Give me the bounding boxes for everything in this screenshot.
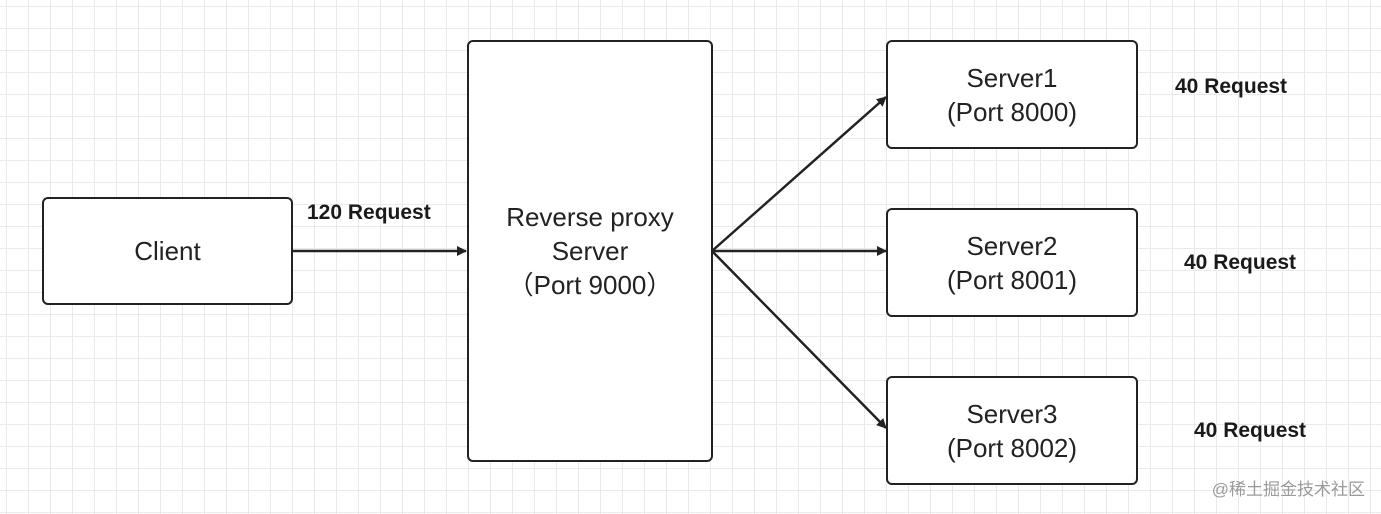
server2-label-line2: (Port 8001) [946,264,1078,295]
server3-label-line1: Server3 [966,398,1058,429]
client-label: Client [134,236,201,266]
client-request-count-label: 120 Request [307,201,431,224]
server2-request-count-label: 40 Request [1184,251,1297,274]
client-node: Client [42,197,293,305]
proxy-label-line3: （Port 9000） [507,270,673,300]
server1-label-line2: (Port 8000) [946,96,1078,127]
proxy-label-line2: Server [551,236,629,266]
proxy-label-line1: Reverse proxy [506,202,674,232]
server3-request-count-label: 40 Request [1194,419,1307,442]
server2-node: Server2 (Port 8001) [886,208,1138,317]
reverse-proxy-node: Reverse proxy Server （Port 9000） [467,40,713,462]
server1-node: Server1 (Port 8000) [886,40,1138,149]
arrow-proxy-to-server1 [711,96,887,252]
server1-label-line1: Server1 [966,62,1058,93]
arrow-proxy-to-server3 [711,250,887,429]
server2-label-line1: Server2 [966,230,1058,261]
server1-request-count-label: 40 Request [1175,75,1288,98]
server3-label-line2: (Port 8002) [946,432,1078,463]
watermark-text: @稀土掘金技术社区 [1211,480,1365,499]
server3-node: Server3 (Port 8002) [886,376,1138,485]
